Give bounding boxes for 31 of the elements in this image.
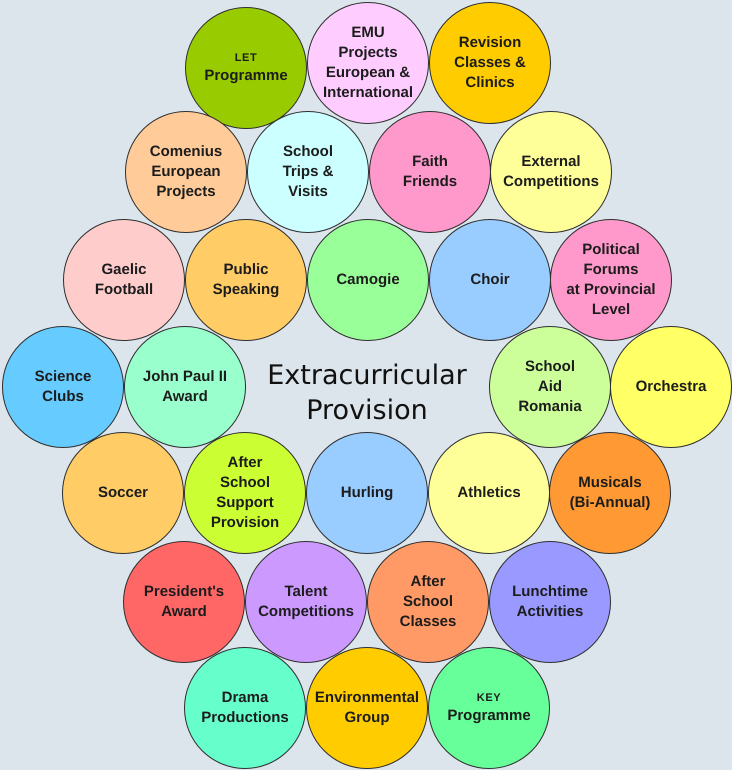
- activity-label: Programme: [447, 706, 531, 726]
- activity-label: John Paul II Award: [142, 367, 228, 407]
- activity-label: Athletics: [457, 483, 521, 503]
- activity-heading: KEY: [476, 690, 502, 706]
- activity-label: Drama Productions: [201, 688, 289, 728]
- activity-label: Revision Classes & Clinics: [454, 33, 526, 93]
- activity-label: Soccer: [98, 483, 148, 503]
- activity-label: School Aid Romania: [518, 357, 582, 417]
- activity-label: President's Award: [144, 582, 224, 622]
- activity-label: After School Classes: [400, 572, 456, 632]
- diagram-title: Extracurricular Provision: [267, 359, 467, 428]
- activity-label: External Competitions: [503, 152, 599, 192]
- activity-label: Programme: [204, 66, 288, 86]
- activity-label: Orchestra: [636, 377, 706, 397]
- activity-label: Comenius European Projects: [150, 142, 222, 202]
- activity-label: EMU Projects European & International: [322, 23, 413, 103]
- activity-label: Camogie: [336, 270, 400, 290]
- activity-label: Talent Competitions: [258, 582, 354, 622]
- activity-label: Musicals (Bi-Annual): [570, 473, 650, 513]
- activity-label: Choir: [470, 270, 510, 290]
- activity-label: Environmental Group: [314, 688, 420, 728]
- activity-label: Public Speaking: [212, 260, 280, 300]
- activity-label: Science Clubs: [34, 367, 92, 407]
- activity-label: Faith Friends: [402, 152, 458, 192]
- activity-label: Political Forums at Provincial Level: [566, 240, 656, 320]
- activity-label: After School Support Provision: [210, 453, 280, 533]
- activity-label: Lunchtime Activities: [512, 582, 588, 622]
- activity-heading: LET: [234, 50, 258, 66]
- activity-label: Hurling: [340, 483, 394, 503]
- activity-label: Gaelic Football: [94, 260, 154, 300]
- activity-label: School Trips & Visits: [282, 142, 334, 202]
